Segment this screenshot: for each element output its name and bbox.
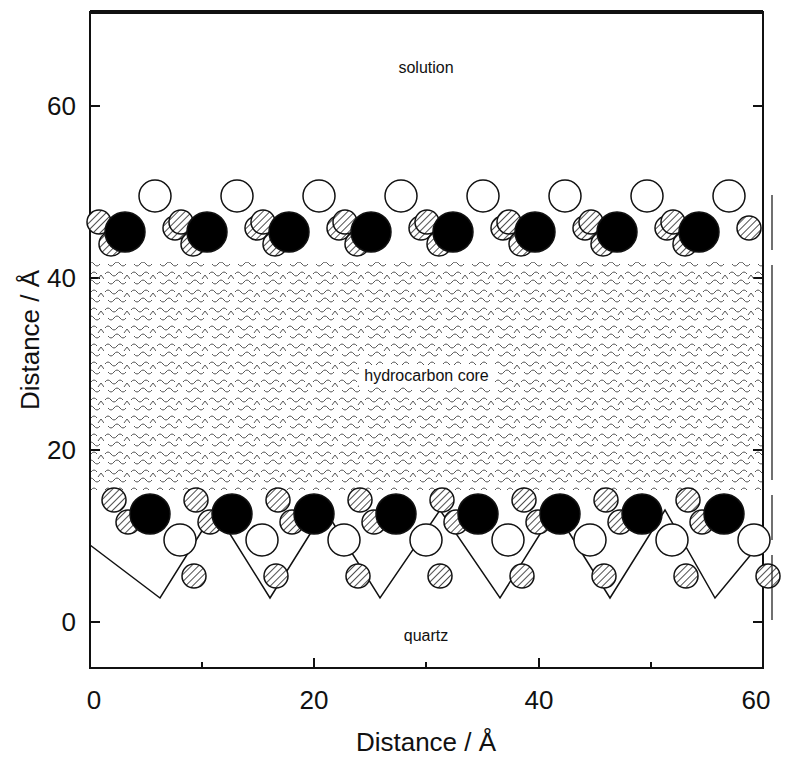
headgroup-circle	[102, 488, 126, 512]
headgroup-circle	[303, 180, 335, 212]
headgroup-circle	[492, 524, 524, 556]
headgroup-circle	[631, 180, 663, 212]
tick-marks	[90, 106, 763, 668]
headgroup-circle	[264, 564, 288, 588]
headgroup-circle	[430, 488, 454, 512]
plot-frame	[90, 12, 763, 668]
tick-label: 0	[62, 609, 76, 635]
headgroup-circle	[376, 494, 416, 534]
region-label: quartz	[401, 627, 451, 645]
headgroup-circle	[212, 494, 252, 534]
tick-label: 40	[47, 265, 76, 291]
headgroup-circle	[269, 212, 309, 252]
headgroup-circle	[410, 524, 442, 556]
headgroup-circle	[756, 564, 780, 588]
headgroup-circle	[467, 180, 499, 212]
headgroup-circle	[328, 524, 360, 556]
headgroup-circle	[266, 488, 290, 512]
headgroup-circle	[656, 524, 688, 556]
headgroup-circle	[246, 524, 278, 556]
headgroup-circle	[737, 216, 761, 240]
headgroup-circle	[704, 494, 744, 534]
headgroup-circle	[348, 488, 372, 512]
headgroups	[87, 180, 780, 588]
headgroup-circle	[622, 494, 662, 534]
headgroup-circle	[164, 524, 196, 556]
headgroup-circle	[351, 212, 391, 252]
headgroup-circle	[674, 564, 698, 588]
tick-label: 40	[525, 687, 554, 713]
headgroup-circle	[594, 488, 618, 512]
axis-title: Distance / Å	[17, 270, 43, 410]
headgroup-circle	[130, 494, 170, 534]
headgroup-circle	[105, 212, 145, 252]
headgroup-circle	[574, 524, 606, 556]
headgroup-circle	[510, 564, 534, 588]
tick-label: 20	[300, 687, 329, 713]
headgroup-circle	[515, 212, 555, 252]
headgroup-circle	[512, 488, 536, 512]
headgroup-circle	[182, 564, 206, 588]
axis-title: Distance / Å	[356, 729, 496, 755]
headgroup-circle	[679, 212, 719, 252]
band-label: hydrocarbon core	[359, 365, 494, 387]
headgroup-circle	[428, 564, 452, 588]
headgroup-circle	[458, 494, 498, 534]
headgroup-circle	[385, 180, 417, 212]
region-label: solution	[395, 59, 456, 77]
headgroup-circle	[597, 212, 637, 252]
headgroup-circle	[139, 180, 171, 212]
headgroup-circle	[294, 494, 334, 534]
quartz-surface	[90, 510, 763, 598]
headgroup-circle	[676, 488, 700, 512]
headgroup-circle	[433, 212, 473, 252]
headgroup-circle	[549, 180, 581, 212]
frame-top	[90, 10, 763, 14]
headgroup-circle	[184, 488, 208, 512]
tick-label: 0	[87, 687, 101, 713]
headgroup-circle	[540, 494, 580, 534]
headgroup-circle	[713, 180, 745, 212]
headgroup-circle	[187, 212, 227, 252]
tick-label: 20	[47, 437, 76, 463]
tick-label: 60	[47, 93, 76, 119]
scale-marks	[771, 195, 772, 620]
headgroup-circle	[346, 564, 370, 588]
tick-label: 60	[742, 687, 771, 713]
headgroup-circle	[221, 180, 253, 212]
hydrocarbon-band: hydrocarbon core	[91, 262, 762, 490]
headgroup-circle	[592, 564, 616, 588]
hydrocarbon-texture	[91, 262, 762, 490]
headgroup-circle	[738, 524, 770, 556]
